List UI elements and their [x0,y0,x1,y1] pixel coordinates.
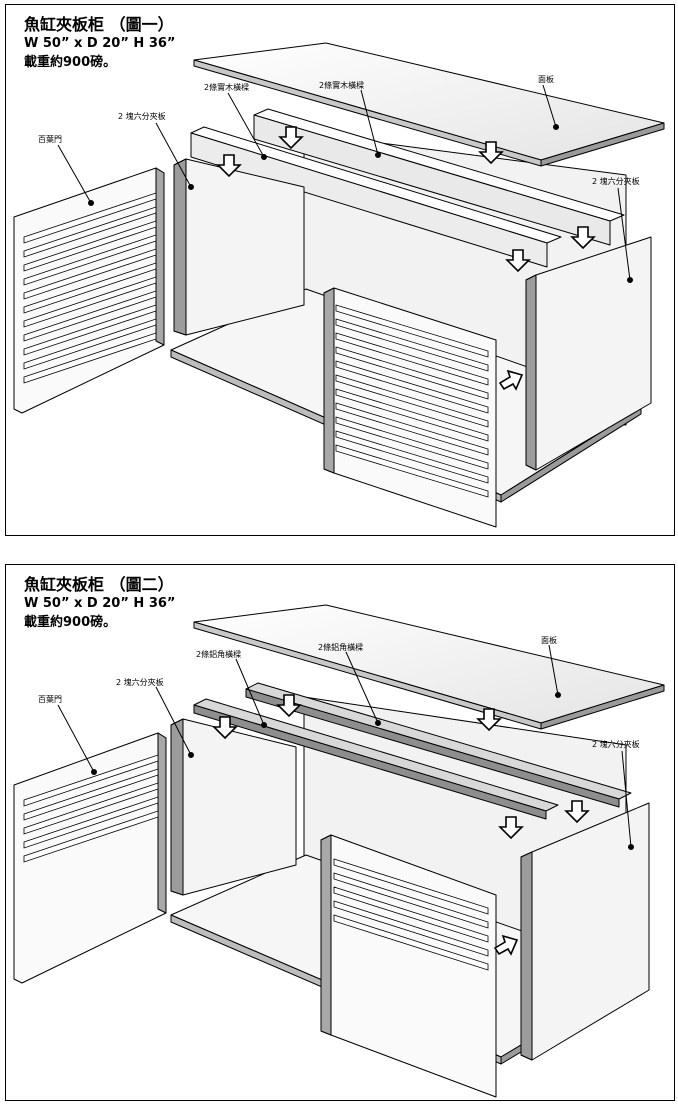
rail-front-side [190,132,548,268]
right-side-panel-edge [525,274,537,471]
left-side-panel [170,718,297,896]
leader-line [155,686,192,756]
figure-1-panel: 魚缸夾板柜 （圖一） W 50” x D 20” H 36” 載重約900磅。 [5,4,675,536]
label-rails-right: 2條鋁角橫樑 [318,642,363,652]
leader-line [542,84,557,128]
louver-door-front-slats [335,304,489,498]
leader-dot [375,720,381,726]
leader-line [617,187,631,281]
leader-line [345,651,379,724]
figure-2-dimensions: W 50” x D 20” H 36” [24,596,176,611]
louver-door-left-edge [155,167,165,346]
leader-dot [553,124,559,130]
label-rails-right: 2條實木橫樑 [319,80,364,90]
figure-1-title: 魚缸夾板柜 （圖一） [24,15,174,34]
right-side-panel-edge [520,851,533,1061]
rail-rear-side [253,114,611,246]
louver-door-front-edge [320,834,332,1036]
leader-line [235,658,265,726]
leader-dot [261,722,267,728]
down-arrow-icon [478,141,504,165]
top-panel [193,604,665,724]
figure-1-load: 載重約900磅。 [24,55,117,70]
label-rails: 2條實木橫樑 [204,82,249,92]
down-arrow-icon [276,694,302,718]
leader-line [621,750,632,848]
leader-dot [628,844,634,850]
leader-dot [627,277,633,283]
right-arrow-icon [493,934,519,956]
leader-line [57,144,92,204]
louver-door-left-edge [157,732,167,914]
leader-dot [375,152,381,158]
leader-line [360,89,379,156]
figure-2-title: 魚缸夾板柜 （圖二） [24,575,174,594]
figure-2-load: 載重約900磅。 [24,615,117,630]
leader-dot [188,184,194,190]
down-arrow-icon [505,249,531,273]
label-left-panels: 2 塊六分夾板 [116,677,164,687]
leader-dot [88,200,94,206]
louver-door-left-slats [23,754,159,863]
down-arrow-icon [570,226,596,250]
down-arrow-icon [498,816,524,840]
label-top-panel: 面板 [541,635,557,645]
leader-dot [188,752,194,758]
leader-dot [261,154,267,160]
aluminium-rail-rear-side [245,688,620,808]
label-right-panels: 2 塊六分夾板 [592,176,640,186]
figure-2-drawing: 面板 2條鋁角橫樑 2條鋁角橫樑 2 塊六分夾板 2 塊六分夾板 百葉門 [13,604,665,1098]
label-louver-door: 百葉門 [38,134,62,144]
leader-line [155,122,192,188]
down-arrow-icon [216,154,242,178]
down-arrow-icon [212,716,238,740]
left-side-panel-edge [170,718,184,896]
aluminium-rail-front-side [193,704,547,820]
right-side-panel [525,236,652,471]
label-left-panels: 2 塊六分夾板 [118,111,166,121]
label-louver-door: 百葉門 [38,694,62,704]
louver-door-left-slats [23,192,157,384]
left-side-panel-edge [173,158,187,336]
top-panel-edge-front [193,621,542,730]
figure-1-dimensions: W 50” x D 20” H 36” [24,36,176,51]
figure-1-drawing: 面板 2條實木橫樑 2條實木橫樑 2 塊六分夾板 2 塊六分夾板 百葉門 [13,42,665,528]
label-top-panel: 面板 [538,74,554,84]
label-right-panels: 2 塊六分夾板 [592,739,640,749]
figure-2-heading: 魚缸夾板柜 （圖二） W 50” x D 20” H 36” 載重約900磅。 [24,575,175,632]
down-arrow-icon [564,800,590,824]
right-arrow-icon [498,369,524,391]
label-rails: 2條鋁角橫樑 [196,649,241,659]
leader-line [227,92,265,158]
louver-door-front-slats [333,858,489,971]
louver-door-front-edge [323,287,335,474]
leader-line [548,644,559,696]
leader-dot [555,692,561,698]
leader-line [57,704,95,773]
down-arrow-icon [278,126,304,150]
leader-dot [91,769,97,775]
down-arrow-icon [476,708,502,732]
figure-1-heading: 魚缸夾板柜 （圖一） W 50” x D 20” H 36” 載重約900磅。 [24,15,175,72]
figure-2-panel: 魚缸夾板柜 （圖二） W 50” x D 20” H 36” 載重約900磅。 [5,564,675,1101]
